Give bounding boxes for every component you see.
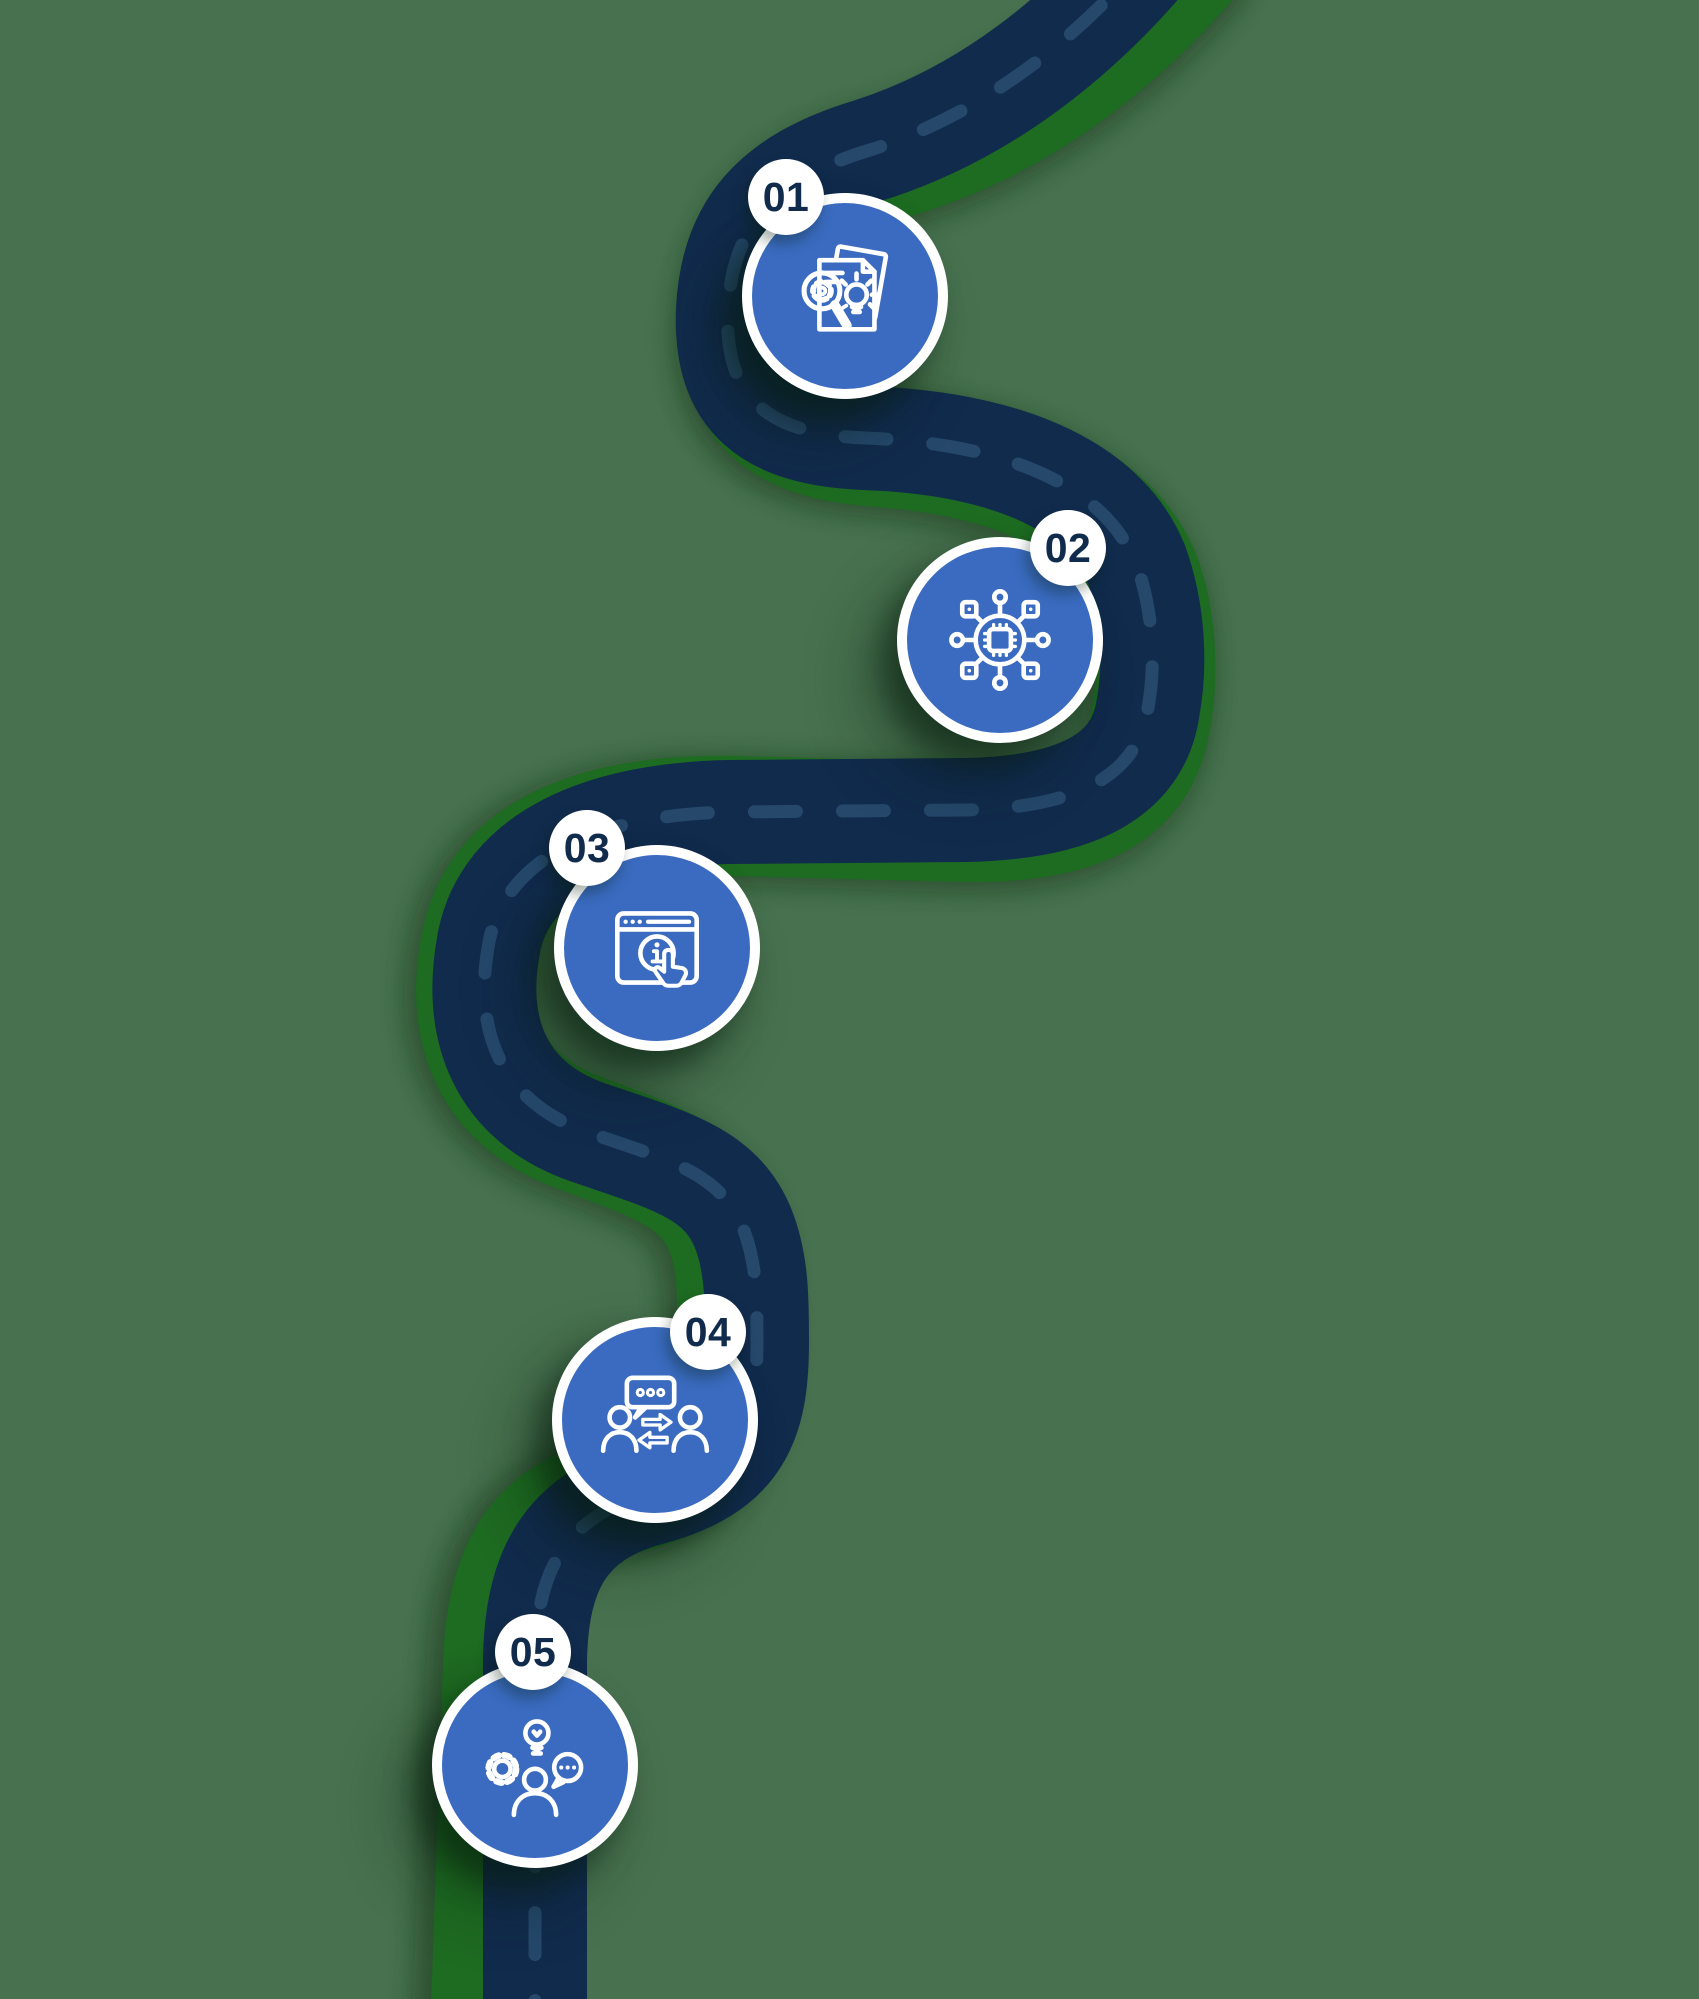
milestone-02-number: 02 [1044,524,1092,571]
milestone-01-circle [742,193,948,399]
milestone-04-number: 04 [684,1308,732,1355]
milestone-05-circle [432,1662,638,1868]
milestone-05-number-badge: 05 [495,1614,571,1690]
person-skills-idea-chat-icon [485,1719,584,1818]
milestone-04-circle [552,1317,758,1523]
milestone-02-number-badge: 02 [1030,510,1106,586]
milestone-05-number: 05 [509,1628,557,1675]
milestone-03-number-badge: 03 [549,810,625,886]
browser-info-click-icon [615,911,699,988]
milestone-01-number-badge: 01 [748,159,824,235]
milestone-03-number: 03 [563,824,611,871]
milestone-01-number: 01 [762,173,810,220]
chip-network-icon [949,589,1051,691]
people-communication-exchange-icon [600,1375,710,1454]
milestone-04-number-badge: 04 [670,1294,746,1370]
research-documents-magnifier-gear-icon [801,244,889,332]
